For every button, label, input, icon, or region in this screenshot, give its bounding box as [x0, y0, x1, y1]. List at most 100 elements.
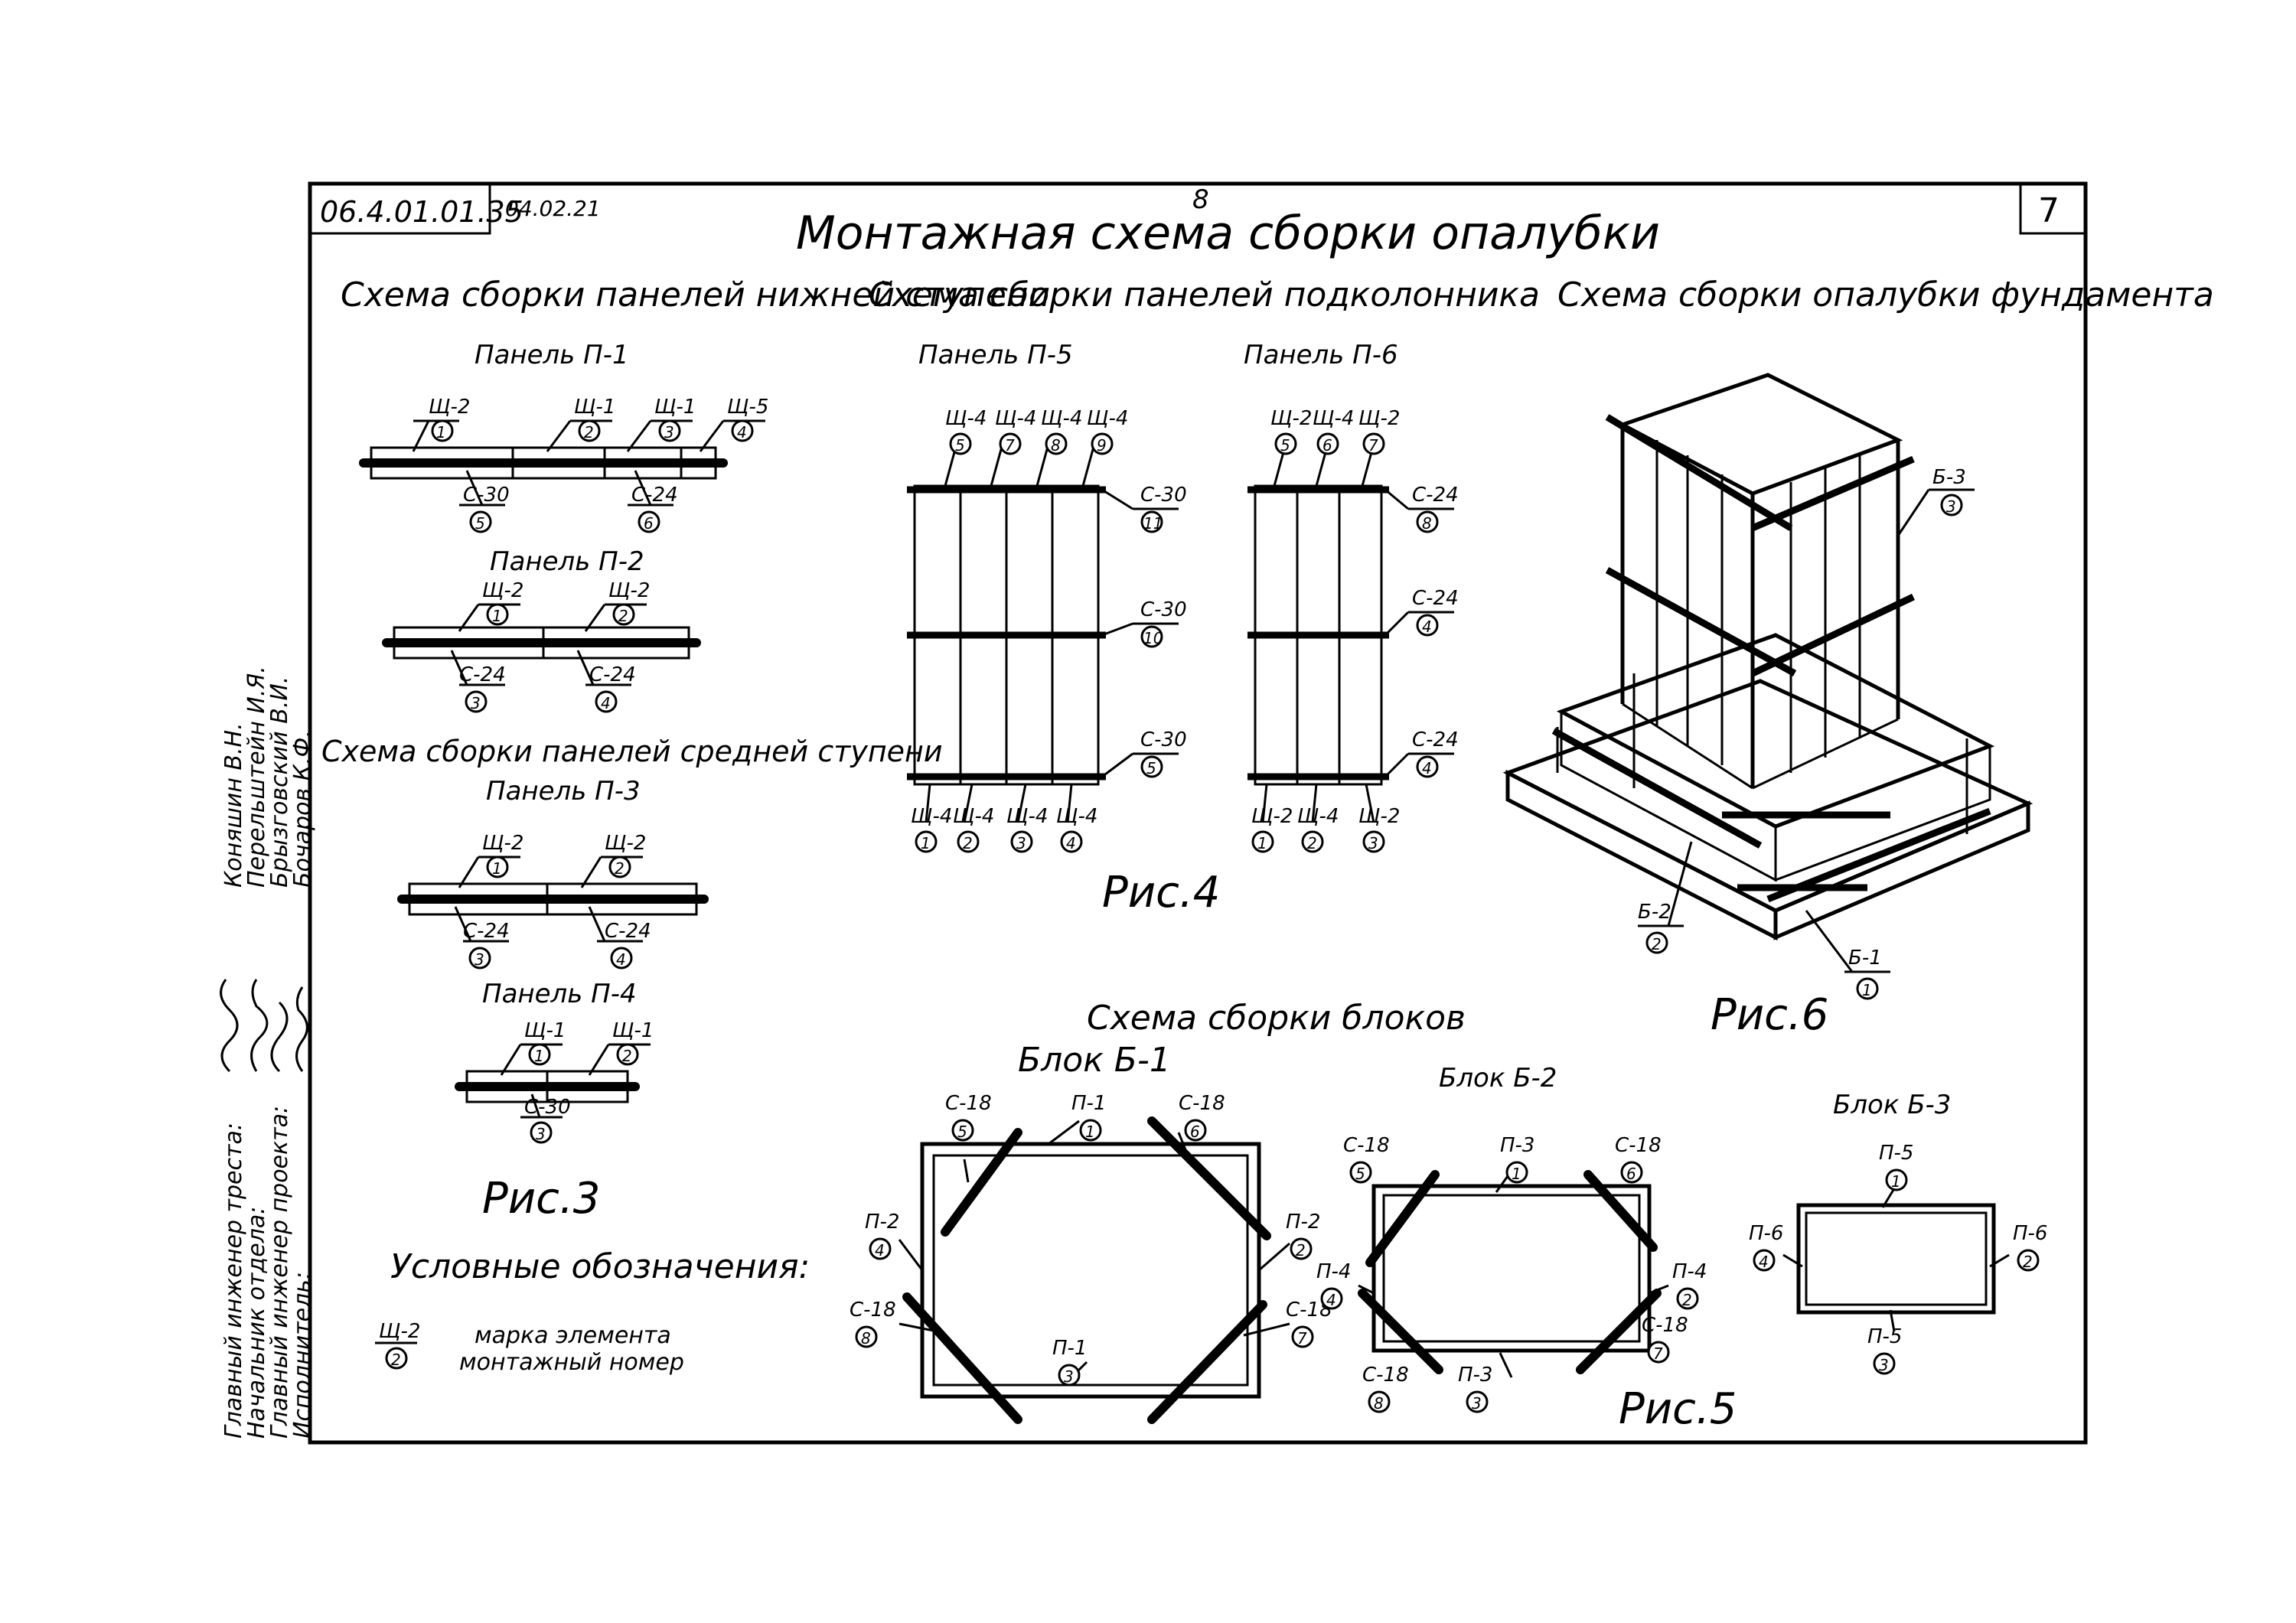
p1-top-num: 1 [436, 423, 446, 442]
p6-top-num: 5 [1280, 436, 1290, 455]
p2-bottom-mark: С-24 [589, 663, 636, 686]
p6-bottom-num: 3 [1368, 834, 1378, 852]
b1-label-num: 3 [1064, 1367, 1074, 1386]
b3-label-mark: П-5 [1879, 1142, 1913, 1165]
p4-bottom-num: 3 [536, 1125, 546, 1143]
signature [295, 986, 308, 1072]
legend-line2: монтажный номер [459, 1349, 684, 1376]
b3-label-mark: П-6 [2013, 1222, 2047, 1245]
p6-top-mark: Щ-4 [1313, 407, 1354, 430]
fig6-heading-text: Схема сборки опалубки фундамента [1557, 275, 2214, 314]
p4-top-num: 2 [622, 1047, 632, 1065]
b2-label-num: 5 [1355, 1165, 1365, 1183]
fig5-caption: Рис.5 [1619, 1384, 1737, 1434]
p1-top-mark: Щ-1 [654, 396, 696, 419]
sheet-title: Монтажная схема сборки опалубки [796, 207, 1660, 260]
b2-label-mark: С-18 [1343, 1134, 1390, 1157]
panel-p4 [455, 1043, 651, 1119]
p5-rib-mark: С-30 [1140, 728, 1187, 751]
p4-top-mark: Щ-1 [524, 1019, 566, 1042]
b1-num: 1 [1862, 981, 1872, 999]
signature [270, 1001, 289, 1073]
p3-bottom-num: 4 [616, 950, 626, 969]
p2-bottom-num: 3 [471, 694, 481, 712]
b2-label-mark: П-3 [1458, 1364, 1492, 1387]
panel-p6-title: Панель П-6 [1244, 340, 1398, 370]
panel-p4-title: Панель П-4 [482, 979, 637, 1009]
block-b2-title: Блок Б-2 [1439, 1063, 1557, 1093]
b2-label-num: 8 [1374, 1394, 1384, 1413]
block-b2 [1358, 1170, 1669, 1378]
p4-top-num: 1 [534, 1047, 544, 1065]
b2-label-num: 3 [1472, 1394, 1482, 1413]
page-number-box [2019, 182, 2087, 235]
b1-label-num: 2 [1296, 1241, 1306, 1260]
panel-p2-title: Панель П-2 [490, 546, 644, 577]
p1-top-num: 3 [664, 423, 674, 442]
p6-rib-num: 4 [1422, 618, 1432, 636]
p3-top-mark: Щ-2 [482, 832, 523, 855]
signature [250, 979, 269, 1072]
p5-top-num: 7 [1005, 436, 1015, 455]
b1-label-mark: С-18 [1179, 1092, 1225, 1115]
p3-bottom-mark: С-24 [463, 920, 510, 943]
legend-line1: марка элемента [475, 1322, 671, 1349]
p1-top-num: 2 [584, 423, 594, 442]
p4-bottom-mark: С-30 [524, 1096, 571, 1119]
b3-mark: Б-3 [1932, 466, 1966, 489]
p2-bottom-mark: С-24 [459, 663, 506, 686]
p5-rib-num: 11 [1143, 514, 1163, 533]
p5-top-num: 8 [1051, 436, 1061, 455]
p1-top-num: 4 [737, 423, 747, 442]
p5-bottom-mark: Щ-4 [1056, 805, 1097, 828]
legend-title: Условные обозначения: [390, 1247, 810, 1286]
block-b3 [1782, 1181, 2010, 1332]
stamp-role: Главный инженер проекта: [266, 1106, 293, 1439]
p2-top-mark: Щ-2 [608, 579, 650, 602]
p5-bottom-num: 3 [1016, 834, 1026, 852]
p6-top-mark: Щ-2 [1358, 407, 1400, 430]
b2-label-num: 1 [1512, 1165, 1521, 1183]
sheet-frame [308, 181, 2088, 1445]
panel-p3 [397, 855, 709, 943]
b3-label-num: 1 [1891, 1172, 1901, 1191]
p5-rib-num: 10 [1143, 629, 1163, 647]
p6-rib-mark: С-24 [1412, 587, 1459, 610]
b3-label-num: 4 [1759, 1253, 1769, 1271]
panel-p1-title: Панель П-1 [475, 340, 629, 370]
b1-label-num: 8 [861, 1329, 871, 1348]
stamp-role: Начальник отдела: [243, 1207, 270, 1439]
stamp-role: Главный инженер треста: [220, 1123, 247, 1439]
b2-label-mark: С-18 [1362, 1364, 1409, 1387]
p5-top-mark: Щ-4 [945, 407, 987, 430]
sheet-code: 06.4.01.01.35 [320, 195, 523, 229]
p2-top-num: 2 [618, 607, 628, 625]
p5-bottom-mark: Щ-4 [911, 805, 952, 828]
panel-p2 [382, 603, 701, 686]
b1-label-mark: С-18 [945, 1092, 992, 1115]
p6-bottom-mark: Щ-4 [1297, 805, 1339, 828]
b2-label-mark: П-4 [1316, 1260, 1351, 1283]
page-top-number: 8 [1192, 184, 1209, 215]
p5-top-mark: Щ-4 [1041, 407, 1082, 430]
stamp-name: Брызговский В.И. [266, 676, 293, 888]
p3-bottom-mark: С-24 [605, 920, 651, 943]
fig6-heading: Схема сборки опалубки фундамента [1557, 275, 2214, 314]
p5-bottom-num: 4 [1066, 834, 1076, 852]
p5-top-mark: Щ-4 [1087, 407, 1128, 430]
b2-label-mark: П-4 [1672, 1260, 1707, 1283]
block-b3-title: Блок Б-3 [1833, 1090, 1951, 1120]
p6-rib-mark: С-24 [1412, 484, 1459, 507]
p6-bottom-mark: Щ-2 [1358, 805, 1400, 828]
b2-label-num: 7 [1653, 1344, 1663, 1363]
b2-label-num: 4 [1326, 1291, 1336, 1309]
p5-top-num: 9 [1097, 436, 1107, 455]
p3-top-mark: Щ-2 [605, 832, 646, 855]
b1-label-mark: П-1 [1052, 1337, 1087, 1360]
p1-bottom-mark: С-24 [631, 484, 678, 507]
p6-bottom-num: 1 [1257, 834, 1267, 852]
p5-bottom-num: 2 [963, 834, 973, 852]
p6-top-num: 6 [1322, 436, 1332, 455]
b3-label-mark: П-5 [1867, 1325, 1902, 1348]
